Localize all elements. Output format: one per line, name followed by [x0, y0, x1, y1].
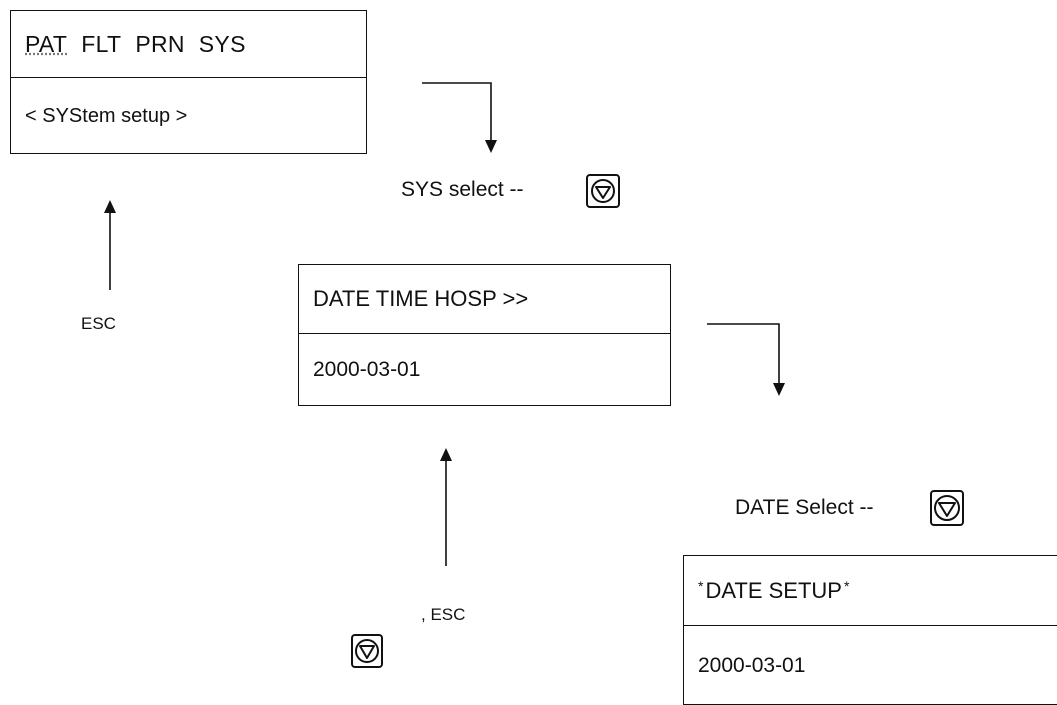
arrow-to-sys-select [422, 83, 491, 150]
select-button-icon[interactable] [930, 490, 964, 526]
date-setup-title-text: DATE SETUP [705, 578, 842, 604]
lcd-screen-date-setup: * DATE SETUP * 2000-03-01 [683, 555, 1057, 705]
down-triangle-in-circle-icon [933, 493, 961, 523]
lcd-screen-system-menu: PAT FLT PRN SYS < SYStem setup > [10, 10, 367, 154]
date-select-label: DATE Select -- [735, 496, 873, 520]
date-value: 2000-03-01 [299, 335, 670, 405]
date-setup-title: * DATE SETUP * [684, 556, 1057, 625]
menu-item-prn[interactable]: PRN [135, 31, 184, 58]
down-triangle-in-circle-icon [589, 177, 617, 205]
title-star-left: * [698, 578, 703, 594]
title-star-right: * [844, 578, 849, 594]
select-button-icon[interactable] [586, 174, 620, 208]
system-setup-subtitle: < SYStem setup > [11, 79, 366, 153]
date-time-hosp-menu[interactable]: DATE TIME HOSP >> [299, 265, 670, 333]
date-setup-value[interactable]: 2000-03-01 [684, 627, 1057, 704]
screen-divider [684, 625, 1057, 626]
lcd-screen-date-time: DATE TIME HOSP >> 2000-03-01 [298, 264, 671, 406]
sys-select-label: SYS select -- [401, 178, 524, 202]
system-menu-row: PAT FLT PRN SYS [11, 11, 366, 77]
arrow-to-date-select [707, 324, 779, 393]
menu-item-pat[interactable]: PAT [25, 31, 67, 58]
screen-divider [299, 333, 670, 334]
down-triangle-in-circle-icon [354, 637, 380, 665]
esc-label-bottom: , ESC [421, 605, 465, 625]
select-button-icon[interactable] [351, 634, 383, 668]
esc-label-left: ESC [81, 314, 116, 334]
menu-item-sys[interactable]: SYS [199, 31, 246, 58]
menu-item-flt[interactable]: FLT [81, 31, 121, 58]
screen-divider [11, 77, 366, 78]
